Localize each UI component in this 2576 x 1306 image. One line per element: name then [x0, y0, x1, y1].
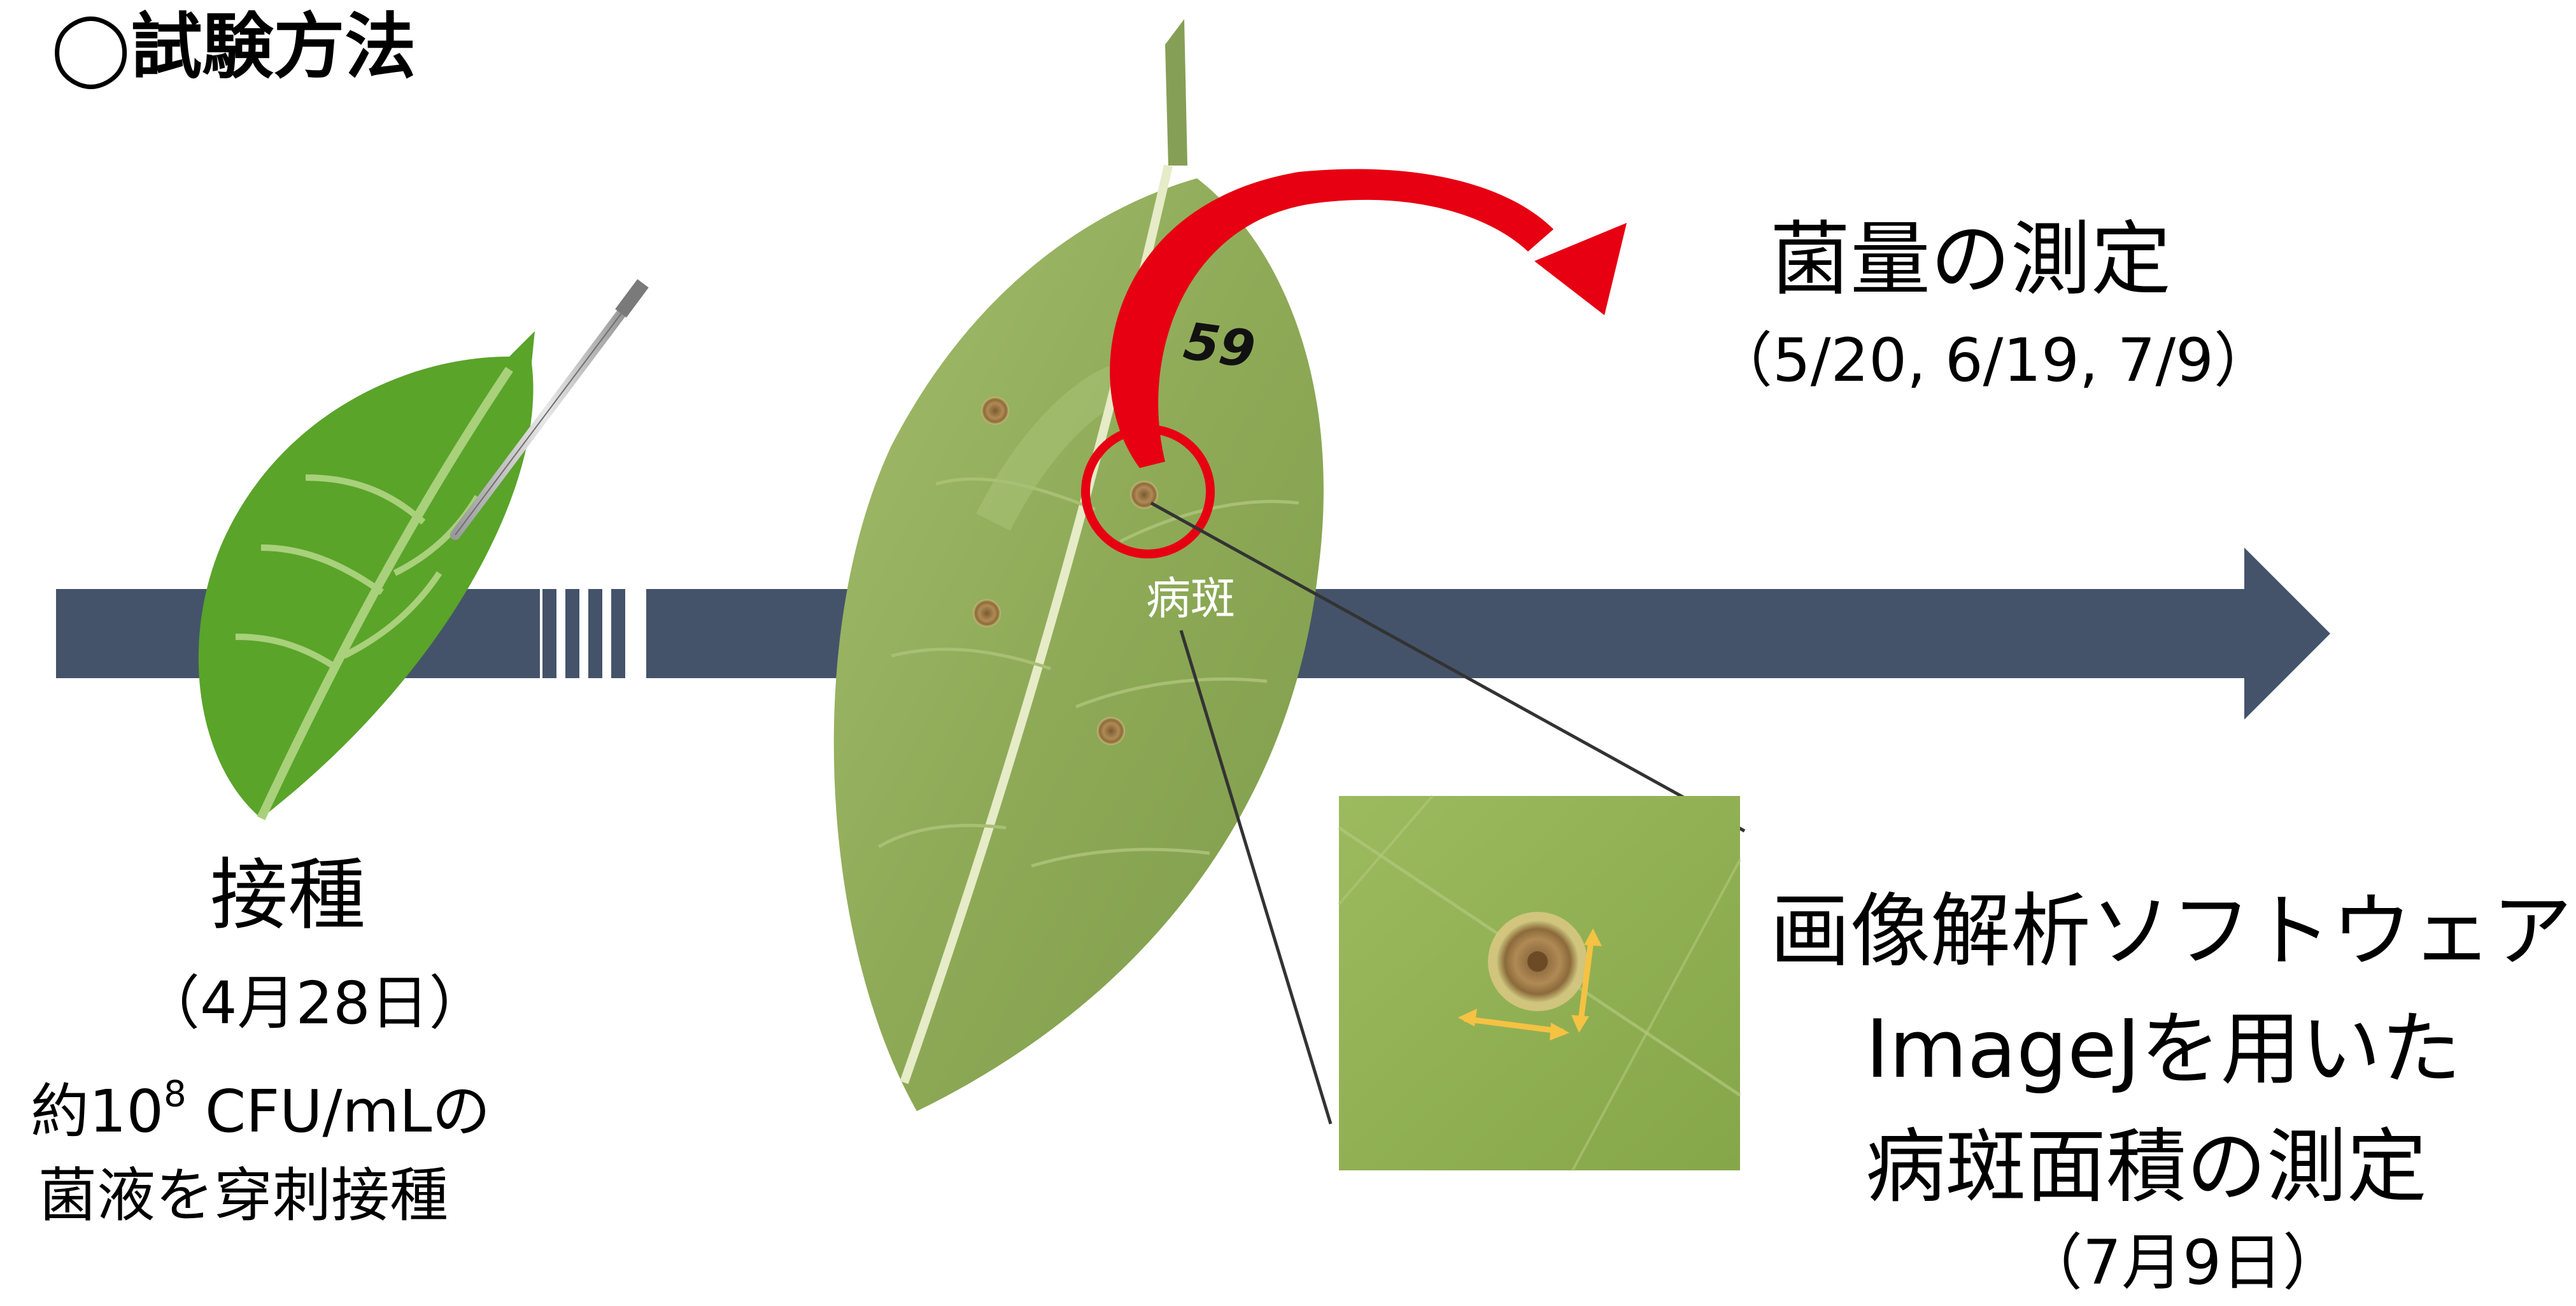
image-analysis-line3: 病斑面積の測定	[1865, 1120, 2427, 1214]
inoculation-description-line1: 約108 CFU/mLの	[31, 1077, 490, 1141]
page-title: ◯試験方法	[51, 6, 416, 89]
lesion-spot	[1097, 717, 1125, 745]
zoom-line	[1150, 501, 1746, 833]
inoculation-desc-exponent: 8	[164, 1074, 187, 1115]
leaf-photo: 59	[833, 19, 1324, 1111]
measurement-arrows-icon	[1458, 928, 1602, 1040]
image-analysis-date: （7月9日）	[2021, 1227, 2344, 1298]
inoculation-desc-suffix: CFU/mLの	[186, 1077, 491, 1146]
zoom-line	[1179, 630, 1333, 1125]
inoculation-date: （4月28日）	[141, 969, 488, 1037]
inoculation-description-line2: 菌液を穿刺接種	[38, 1161, 449, 1230]
curved-arrow-icon	[1110, 169, 1627, 468]
inoculation-title: 接種	[210, 850, 365, 940]
lesion-zoom-inset	[1338, 795, 1741, 1171]
lesion-spot	[1130, 481, 1158, 509]
image-analysis-line1: 画像解析ソフトウェア	[1770, 884, 2572, 978]
needle-icon	[450, 279, 649, 540]
bacteria-measurement-title: 菌量の測定	[1770, 213, 2171, 306]
lesion-label: 病斑	[1146, 572, 1235, 625]
bacteria-measurement-dates: （5/20, 6/19, 7/9）	[1713, 326, 2274, 395]
image-analysis-line2: ImageJを用いた	[1865, 1002, 2461, 1096]
leaf-number-label: 59	[1180, 311, 1259, 380]
lesion-spot	[973, 599, 1001, 627]
inoculation-leaf-icon	[198, 331, 535, 820]
lesion-spot	[981, 397, 1009, 425]
inoculation-desc-prefix: 約10	[31, 1077, 164, 1146]
lesion-highlight-circle	[1081, 425, 1215, 558]
